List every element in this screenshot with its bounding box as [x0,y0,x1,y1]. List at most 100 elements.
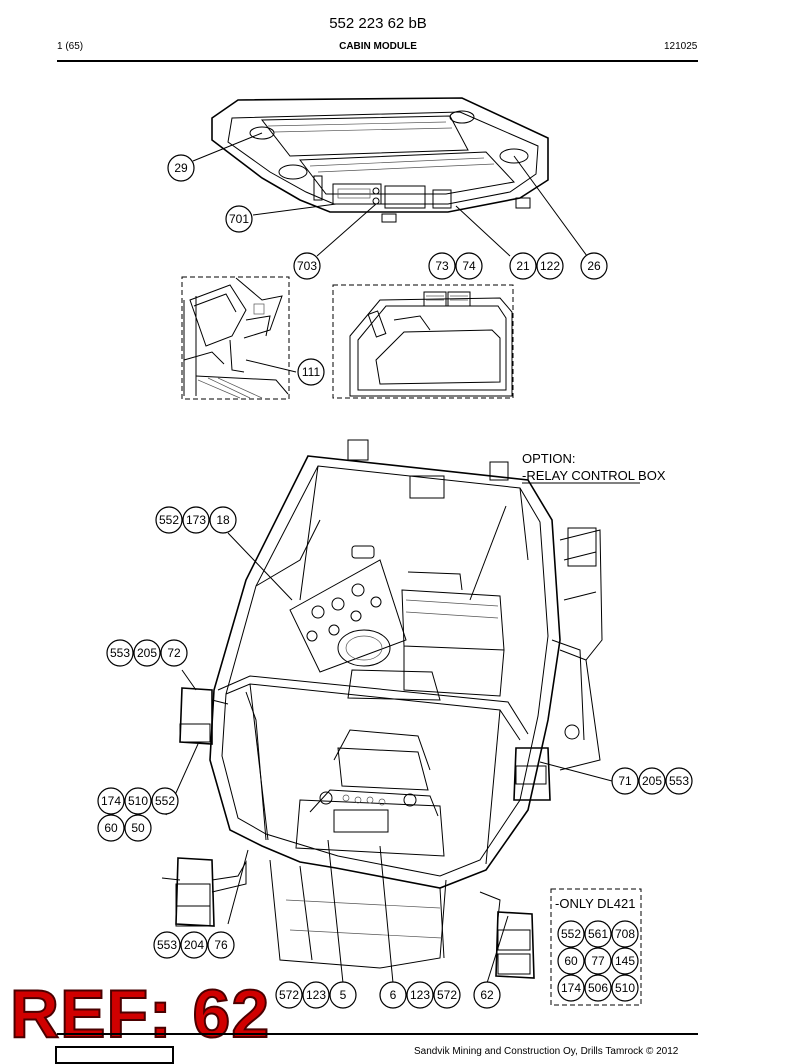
svg-text:76: 76 [214,938,228,952]
svg-text:552: 552 [561,927,581,941]
callout-72: 72 [160,639,188,667]
only-model-box [550,888,642,1006]
callout-204: 204 [180,931,208,959]
callout-77: 77 [584,947,612,975]
callout-552-a: 552 [155,506,183,534]
svg-text:18: 18 [216,513,230,527]
leader-lines [165,132,613,984]
svg-text:174: 174 [561,981,581,995]
svg-text:701: 701 [229,212,249,226]
svg-text:72: 72 [167,646,181,660]
callout-572-a: 572 [275,981,303,1009]
detail-frame-right [332,284,514,399]
svg-text:73: 73 [435,259,449,273]
svg-text:708: 708 [615,927,635,941]
callout-561: 561 [584,920,612,948]
callout-510-a: 510 [124,787,152,815]
callout-174-a: 174 [97,787,125,815]
footer-company: Sandvik Mining and Construction Oy, Dril… [414,1046,679,1057]
svg-text:553: 553 [110,646,130,660]
callout-123-b: 123 [406,981,434,1009]
svg-text:553: 553 [157,938,177,952]
callout-123-a: 123 [302,981,330,1009]
svg-text:173: 173 [186,513,206,527]
svg-text:145: 145 [615,954,635,968]
svg-text:552: 552 [159,513,179,527]
svg-text:21: 21 [516,259,530,273]
svg-text:510: 510 [128,794,148,808]
callout-26: 26 [580,252,608,280]
svg-text:204: 204 [184,938,204,952]
svg-text:26: 26 [587,259,601,273]
callout-60-a: 60 [97,814,125,842]
svg-text:111: 111 [302,365,321,379]
callout-73: 73 [428,252,456,280]
svg-text:506: 506 [588,981,608,995]
callout-701: 701 [225,205,253,233]
header-rule [57,60,698,62]
callout-205-b: 205 [638,767,666,795]
callout-5: 5 [329,981,357,1009]
callout-18: 18 [209,506,237,534]
callout-21: 21 [509,252,537,280]
svg-text:552: 552 [155,794,175,808]
callout-553-b: 553 [153,931,181,959]
footer-rule [57,1033,698,1035]
svg-text:572: 572 [437,988,457,1002]
callouts: 29 701 703 73 74 21 122 26 111 552 173 1… [97,154,693,1009]
svg-text:74: 74 [462,259,476,273]
document-number: 552 223 62 bB [329,15,427,32]
svg-text:553: 553 [669,774,689,788]
cabin-drawing [209,439,603,969]
callout-552-b: 552 [151,787,179,815]
callout-506: 506 [584,974,612,1002]
svg-text:205: 205 [642,774,662,788]
callout-60-b: 60 [557,947,585,975]
svg-text:29: 29 [174,161,188,175]
callout-50: 50 [124,814,152,842]
callout-29: 29 [167,154,195,182]
svg-text:703: 703 [297,259,317,273]
svg-text:62: 62 [480,988,494,1002]
callout-572-b: 572 [433,981,461,1009]
svg-text:71: 71 [618,774,632,788]
svg-text:123: 123 [410,988,430,1002]
callout-122: 122 [536,252,564,280]
callout-62: 62 [473,981,501,1009]
work-light-front-right [479,891,535,979]
callout-553-a: 553 [106,639,134,667]
callout-111: 111 [297,358,325,386]
callout-703: 703 [293,252,321,280]
ceiling-panel-drawing [211,97,549,223]
company-logo [55,1046,174,1064]
svg-text:123: 123 [306,988,326,1002]
svg-text:122: 122 [540,259,560,273]
callout-174-b: 174 [557,974,585,1002]
svg-text:174: 174 [101,794,121,808]
svg-text:77: 77 [591,954,605,968]
work-light-upper-left [179,687,229,745]
callout-71: 71 [611,767,639,795]
callout-74: 74 [455,252,483,280]
document-code: 121025 [664,41,698,52]
callout-173: 173 [182,506,210,534]
callout-553-c: 553 [665,767,693,795]
only-model-note: -ONLY DL421 [555,896,635,911]
svg-text:5: 5 [340,988,347,1002]
svg-text:60: 60 [104,821,118,835]
svg-text:50: 50 [131,821,145,835]
callout-708: 708 [611,920,639,948]
work-light-right [513,747,551,801]
callout-76: 76 [207,931,235,959]
page-title: CABIN MODULE [339,41,417,52]
svg-text:6: 6 [390,988,397,1002]
page-number: 1 (65) [57,41,84,52]
callout-145: 145 [611,947,639,975]
work-light-lower-left [161,857,247,927]
svg-text:205: 205 [137,646,157,660]
callout-6: 6 [379,981,407,1009]
callout-552-c: 552 [557,920,585,948]
svg-text:60: 60 [564,954,578,968]
relay-control-note: -RELAY CONTROL BOX [522,468,666,483]
